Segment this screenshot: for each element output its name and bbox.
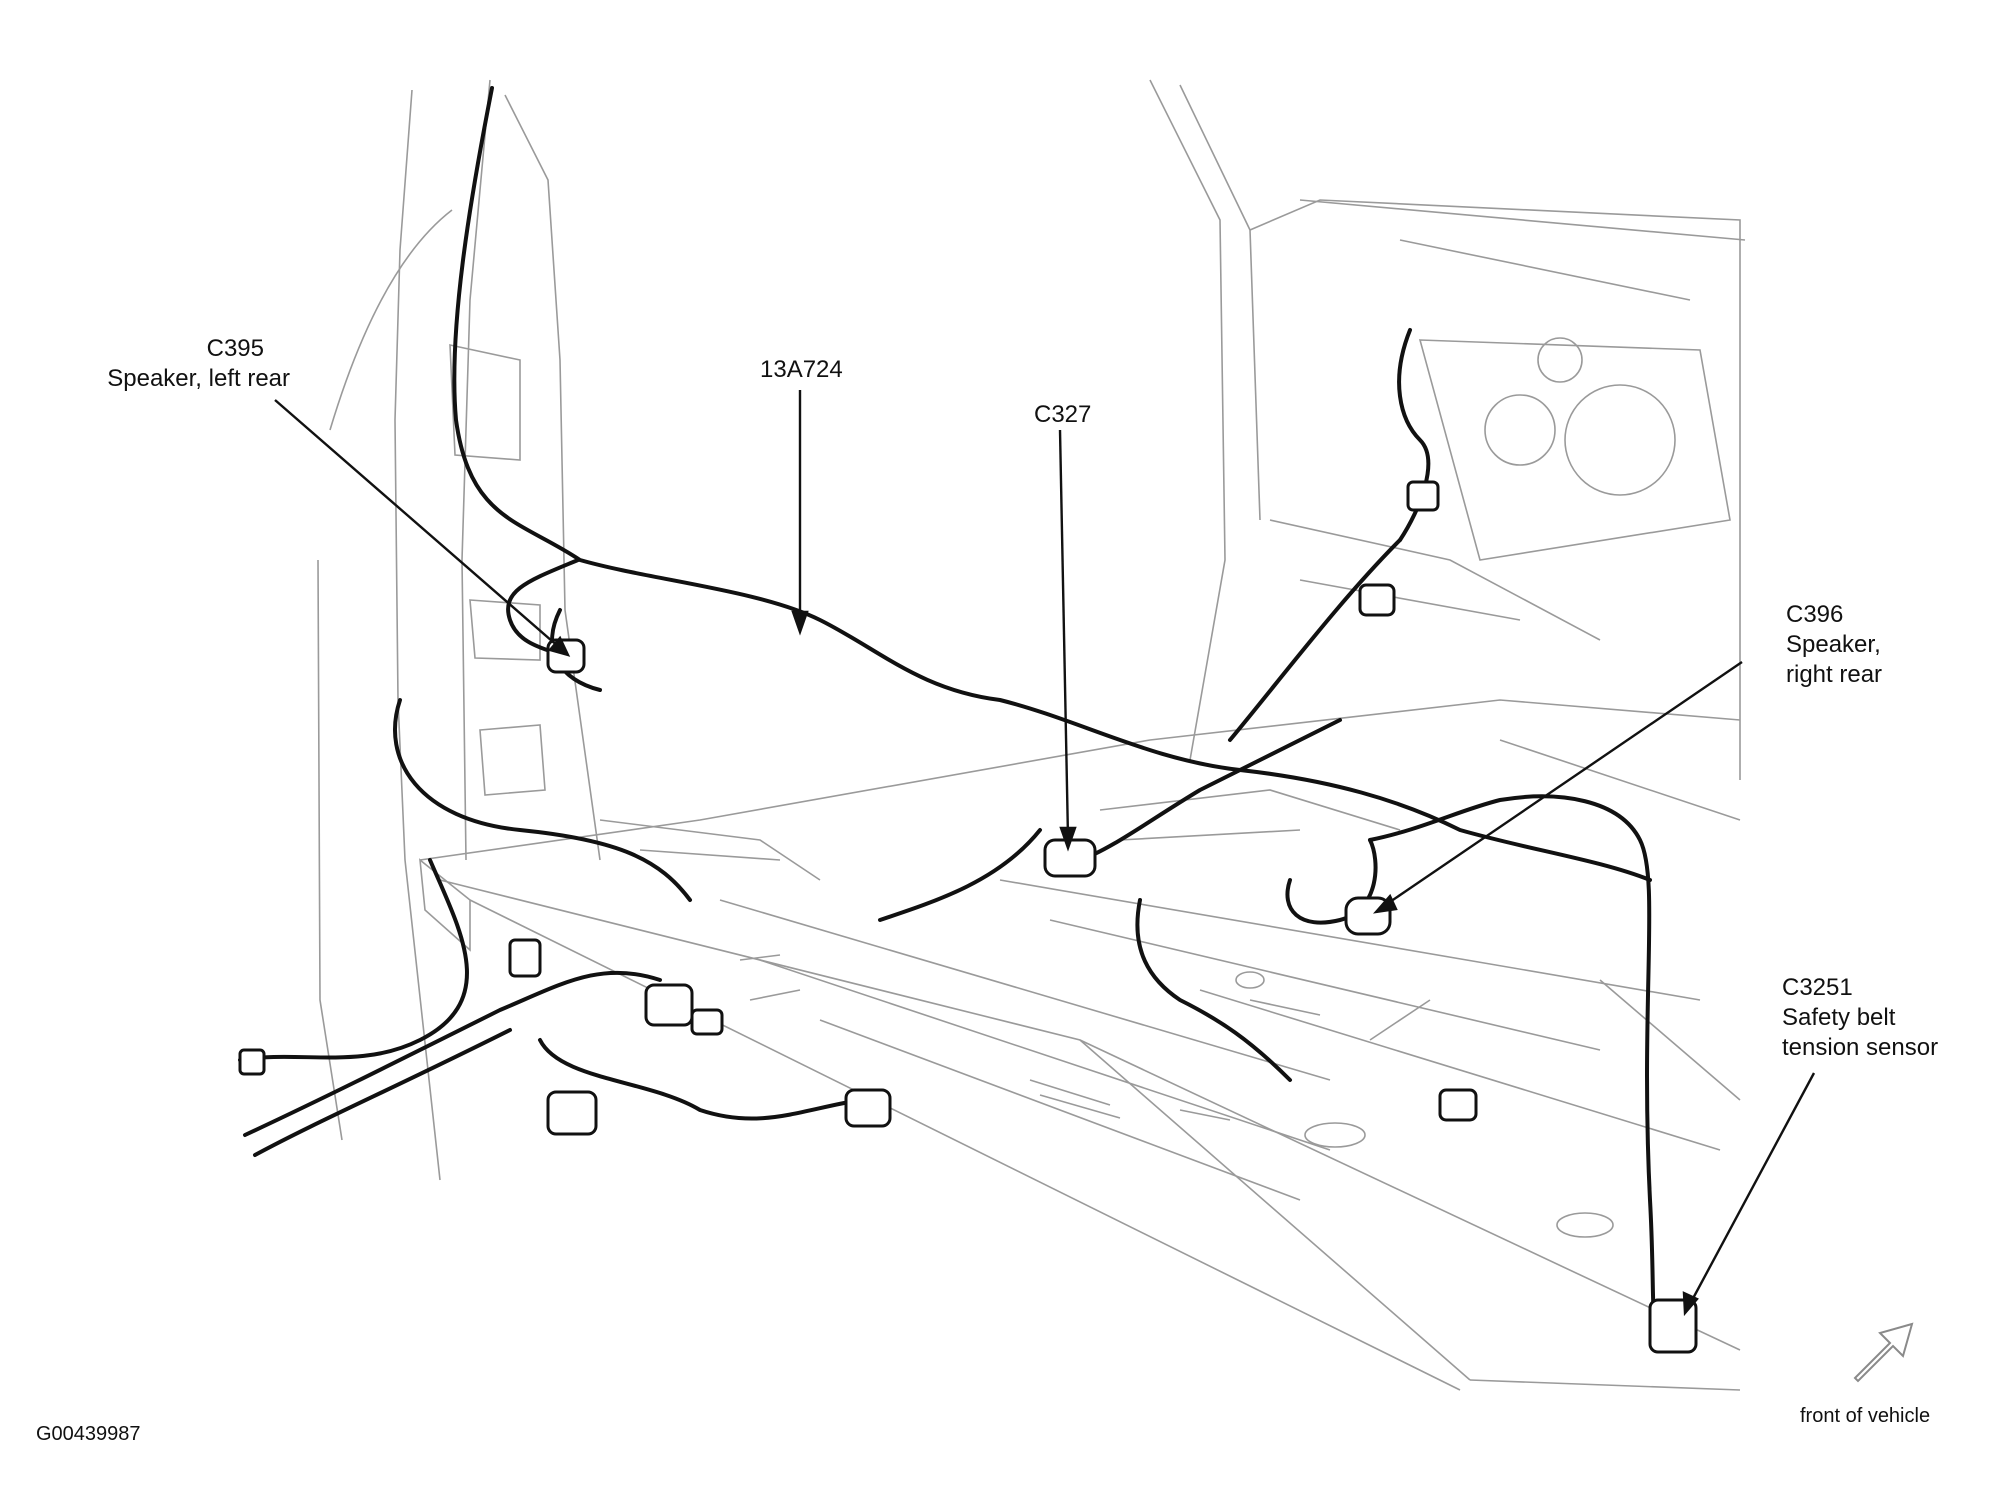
- figure-id: G00439987: [36, 1423, 141, 1445]
- connector-floor-left-1: [546, 1090, 598, 1136]
- label-c396-desc-1: Speaker,: [1786, 631, 1881, 658]
- label-c3251-desc-2: tension sensor: [1782, 1034, 1938, 1061]
- label-c396-code: C396: [1786, 601, 1843, 628]
- connector-left-bracket: [508, 938, 542, 978]
- connector-top-right: [1406, 480, 1440, 512]
- connector-rear-end: [238, 1048, 266, 1076]
- label-c395-desc: Speaker, left rear: [107, 365, 290, 392]
- connector-floor-left-4: [690, 1008, 724, 1036]
- connector-floor-right: [1438, 1088, 1478, 1122]
- wiring-harness-13a724: [238, 86, 1662, 1352]
- label-c327: C327: [1034, 401, 1091, 428]
- direction-arrow-icon: [1853, 1322, 1914, 1383]
- connector-floor-left-3: [844, 1088, 892, 1128]
- connector-floor-left-2: [644, 983, 694, 1027]
- vehicle-body-sketch: [317, 79, 1746, 1391]
- label-c3251-code: C3251: [1782, 974, 1853, 1001]
- label-13a724: 13A724: [760, 356, 843, 383]
- label-front-of-vehicle: front of vehicle: [1800, 1405, 1930, 1427]
- callout-leaders: [274, 390, 1816, 1317]
- label-c396-desc-2: right rear: [1786, 661, 1882, 688]
- label-c395-code: C395: [207, 335, 264, 362]
- label-c3251-desc-1: Safety belt: [1782, 1004, 1896, 1031]
- connector-upper-right: [1358, 583, 1396, 617]
